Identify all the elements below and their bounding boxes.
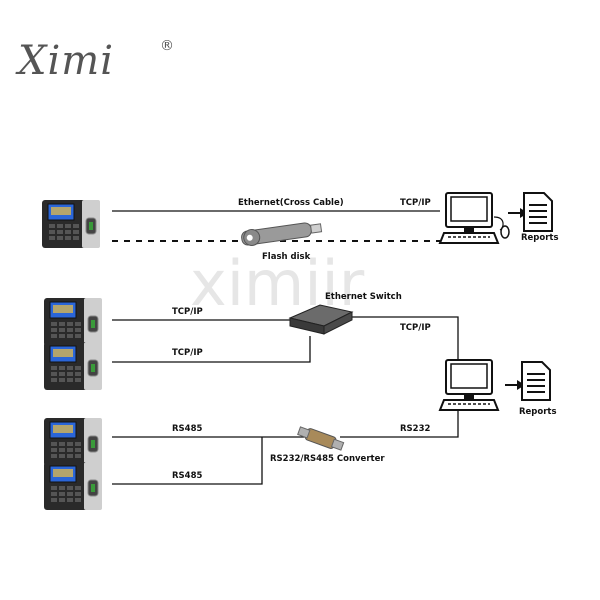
rs232-line <box>340 410 459 438</box>
ethernet-switch-label: Ethernet Switch <box>325 292 402 302</box>
fingerprint-terminal-icon <box>43 341 103 391</box>
fingerprint-terminal-icon <box>43 461 103 511</box>
report-document-icon <box>521 361 551 401</box>
computer-icon <box>439 359 499 411</box>
flash-disk-label: Flash disk <box>262 252 311 262</box>
tcpip-pc2-label: TCP/IP <box>400 323 431 333</box>
tcpip-device1-label: TCP/IP <box>172 307 203 317</box>
tcpip-device2-label: TCP/IP <box>172 348 203 358</box>
mouse-icon <box>500 225 510 239</box>
ximi-logo: Ximi ® <box>18 38 178 90</box>
rs232-label: RS232 <box>400 424 430 434</box>
computer-icon <box>439 192 499 244</box>
watermark: ximiir <box>190 247 365 320</box>
registered-mark: ® <box>160 38 174 54</box>
flash-disk-icon <box>241 222 323 246</box>
report-document-icon <box>523 192 553 232</box>
converter-icon <box>297 426 345 451</box>
rs485-label-1: RS485 <box>172 424 202 434</box>
switch-to-pc-line <box>348 316 459 360</box>
reports-bottom-label: Reports <box>519 407 557 417</box>
ethernet-cross-label: Ethernet(Cross Cable) <box>238 198 344 208</box>
rs485-label-2: RS485 <box>172 471 202 481</box>
reports-top-label: Reports <box>521 233 559 243</box>
rs485-line-2 <box>112 437 263 485</box>
logo-text: Ximi <box>18 38 114 84</box>
ethernet-switch-icon <box>288 304 354 335</box>
converter-label: RS232/RS485 Converter <box>270 454 385 464</box>
fingerprint-terminal-icon <box>41 199 101 249</box>
fingerprint-terminal-icon <box>43 297 103 347</box>
fingerprint-terminal-icon <box>43 417 103 467</box>
tcpip-line-2 <box>112 336 311 363</box>
tcpip-top-label: TCP/IP <box>400 198 431 208</box>
